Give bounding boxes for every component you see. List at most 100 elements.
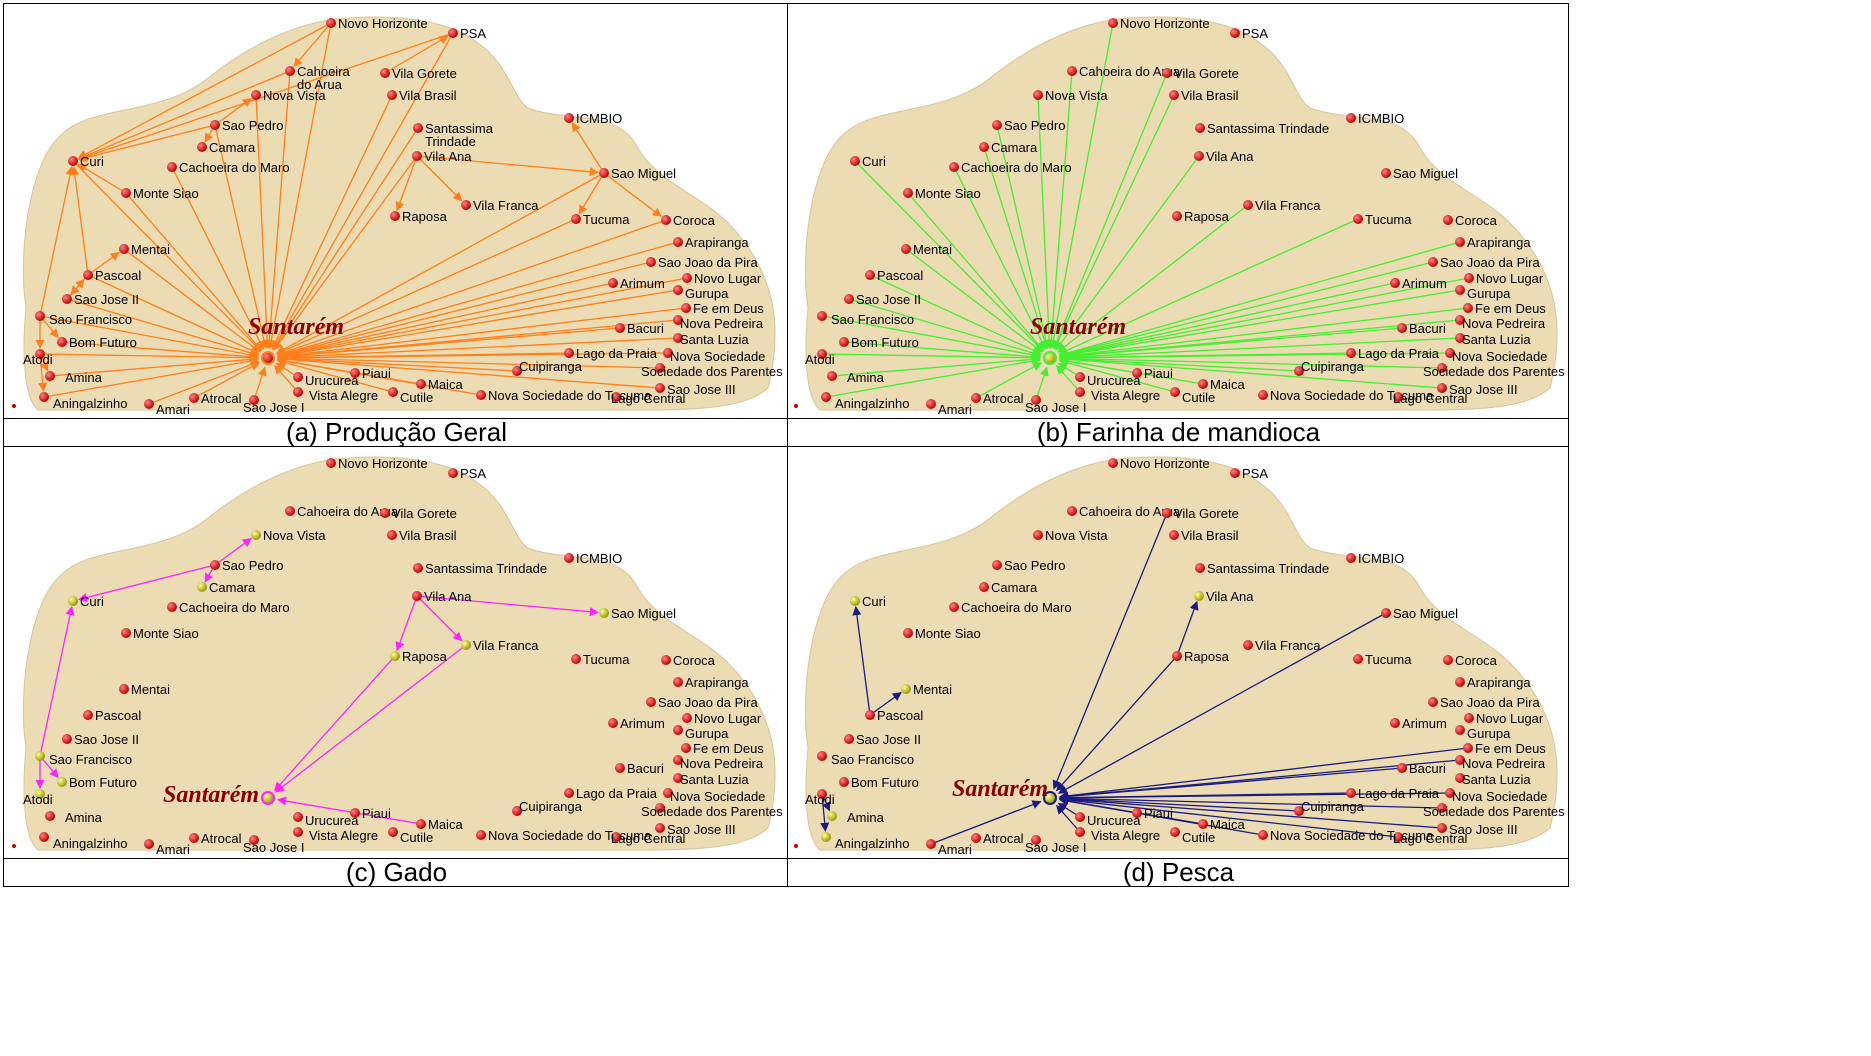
- node-nova-sociedade-do-tucuma: [1258, 390, 1268, 400]
- edge-lago-central-to-santarem: [1059, 795, 1399, 838]
- node-psa: [448, 468, 458, 478]
- place-label: Sao Miguel: [611, 166, 676, 181]
- node-aningalzinho: [821, 392, 831, 402]
- place-label: Arapiranga: [1467, 235, 1531, 250]
- node-sociedade-dos-parentes: [1437, 363, 1447, 373]
- place-label: Amina: [847, 810, 885, 825]
- place-label: Tucuma: [1365, 652, 1412, 667]
- place-label: Nova Vista: [1045, 528, 1108, 543]
- edge-novo-lugar-to-santarem: [276, 277, 688, 360]
- node-cachoeira-do-maro: [949, 602, 959, 612]
- node-sao-francisco: [35, 751, 45, 761]
- place-label: Vila Brasil: [399, 88, 457, 103]
- edge-sao-pedro-to-curi: [77, 564, 216, 602]
- place-label: Sociedade dos Parentes: [1423, 804, 1565, 819]
- edge-vila-ana-to-raposa: [395, 155, 418, 212]
- edge-cutile-to-santarem: [276, 358, 394, 393]
- node-sao-francisco: [35, 311, 45, 321]
- node-curi: [850, 156, 860, 166]
- place-label: Sao Pedro: [222, 558, 283, 573]
- edge-sao-joao-da-pira-to-santarem: [276, 261, 652, 358]
- node-camara: [197, 582, 207, 592]
- node-maica: [1198, 379, 1208, 389]
- edge-raposa-to-vila-ana: [1176, 600, 1199, 657]
- place-label: Arimum: [1402, 716, 1447, 731]
- edge-atodi-to-aningalzinho: [820, 793, 830, 832]
- node-raposa: [1172, 211, 1182, 221]
- edge-vista-alegre-to-santarem: [1056, 364, 1081, 393]
- node-amina: [45, 811, 55, 821]
- grid-line: [3, 3, 4, 887]
- place-label: Amina: [65, 370, 103, 385]
- node-sao-francisco: [817, 311, 827, 321]
- node-atrocal: [189, 393, 199, 403]
- place-label: Sociedade dos Parentes: [1423, 364, 1565, 379]
- place-label: ICMBIO: [1358, 111, 1404, 126]
- node-gurupa: [1455, 285, 1465, 295]
- node-vista-alegre: [293, 387, 303, 397]
- place-label: Santa Luzia: [1462, 772, 1531, 787]
- place-label: Atrocal: [201, 831, 242, 846]
- node-nova-pedreira: [673, 755, 683, 765]
- place-label: Coroca: [673, 653, 716, 668]
- caption-c: (c) Gado: [345, 857, 448, 887]
- place-label: Amari: [938, 402, 972, 417]
- place-label: Nova Pedreira: [680, 316, 764, 331]
- edge-pascoal-to-santarem: [869, 274, 1042, 355]
- node-piaui: [350, 368, 360, 378]
- place-label: Monte Siao: [133, 626, 199, 641]
- edge-novo-horizonte-to-cahoeira-do-arua: [293, 22, 332, 68]
- node-piaui: [1132, 368, 1142, 378]
- place-label: Atodi: [805, 352, 835, 367]
- node-nova-sociedade: [1445, 788, 1455, 798]
- node-santarem: [1043, 351, 1057, 365]
- node-santassima-trindade: [1195, 563, 1205, 573]
- node-nova-sociedade: [663, 788, 673, 798]
- place-label: Vila Gorete: [1174, 506, 1239, 521]
- place-label: Amari: [938, 842, 972, 857]
- place-label: Sao Pedro: [1004, 118, 1065, 133]
- place-label: Sociedade dos Parentes: [641, 364, 783, 379]
- node-camara: [197, 142, 207, 152]
- edge-sao-miguel-to-santarem: [1057, 612, 1387, 794]
- place-label: Cutile: [1182, 830, 1215, 845]
- node-curi: [68, 596, 78, 606]
- place-label: Novo Lugar: [1476, 271, 1544, 286]
- node-nova-sociedade: [663, 348, 673, 358]
- node-mentai: [901, 684, 911, 694]
- place-label: Nova Pedreira: [680, 756, 764, 771]
- place-label: Vista Alegre: [1091, 388, 1160, 403]
- node-icmbio: [564, 113, 574, 123]
- place-label: Cuipiranga: [1301, 799, 1365, 814]
- grid-line: [787, 3, 788, 887]
- edge-atodi-to-aningalzinho: [38, 353, 48, 392]
- node-nova-pedreira: [673, 315, 683, 325]
- place-label: Fe em Deus: [693, 741, 764, 756]
- node-camara: [979, 582, 989, 592]
- node-tucuma: [571, 654, 581, 664]
- edge-vila-franca-to-santarem: [1057, 204, 1249, 353]
- edge-cachoeira-do-maro-to-santarem: [171, 166, 265, 350]
- place-label: Monte Siao: [915, 186, 981, 201]
- edge-vila-ana-to-santarem: [1055, 155, 1200, 351]
- node-vista-alegre: [293, 827, 303, 837]
- place-label: Maica: [1210, 817, 1245, 832]
- edge-cutile-to-santarem: [1058, 358, 1176, 393]
- node-lago-da-praia: [1346, 788, 1356, 798]
- node-sao-joao-da-pira: [1428, 257, 1438, 267]
- edge-sao-pedro-to-nova-vista: [214, 98, 252, 126]
- node-vila-ana: [412, 591, 422, 601]
- place-label: Sao Jose I: [1025, 400, 1086, 415]
- place-label: Aningalzinho: [835, 396, 909, 411]
- edge-cuipiranga-to-santarem: [1059, 354, 1300, 372]
- corner-mark: [794, 844, 798, 848]
- place-label: Sao Francisco: [831, 312, 914, 327]
- place-label: Fe em Deus: [1475, 741, 1546, 756]
- place-label: Arimum: [1402, 276, 1447, 291]
- edge-sao-miguel-to-coroca: [603, 172, 662, 217]
- place-label: Vila Gorete: [392, 66, 457, 81]
- node-tucuma: [1353, 214, 1363, 224]
- place-label: Pascoal: [95, 708, 141, 723]
